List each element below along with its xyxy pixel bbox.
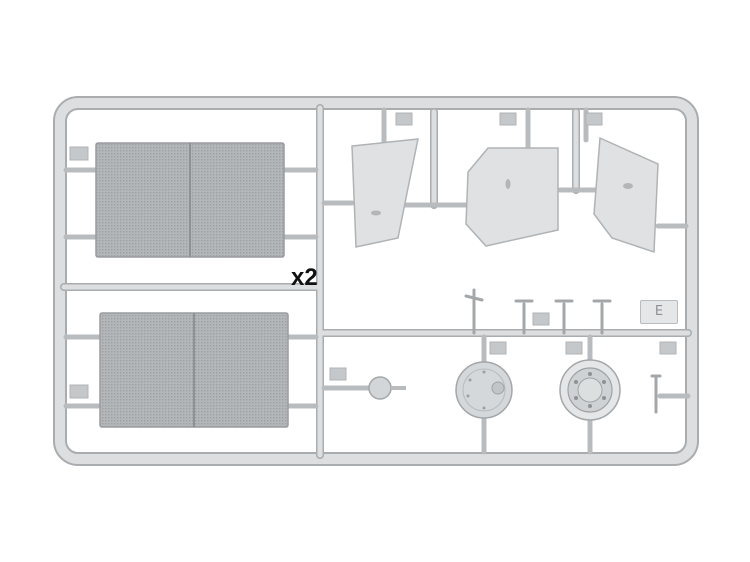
- sprue-runners: [60, 104, 692, 459]
- armor-plate-part: [351, 138, 419, 248]
- round-cover-part: [455, 361, 513, 419]
- round-cap-part: [368, 376, 406, 400]
- armor-plate-part: [593, 136, 659, 254]
- quantity-label: x2: [291, 264, 318, 291]
- radiator-grille-part: [95, 142, 285, 258]
- sprue-gates: [63, 107, 691, 455]
- valve-part: [464, 288, 612, 335]
- wheel-hub-part: [559, 359, 621, 421]
- radiator-grille-part: [99, 312, 289, 428]
- sprue-letter-tag: E: [640, 300, 678, 324]
- part-number-tabs: [69, 112, 677, 399]
- armor-plate-part: [465, 147, 559, 247]
- rod-part: [650, 374, 662, 414]
